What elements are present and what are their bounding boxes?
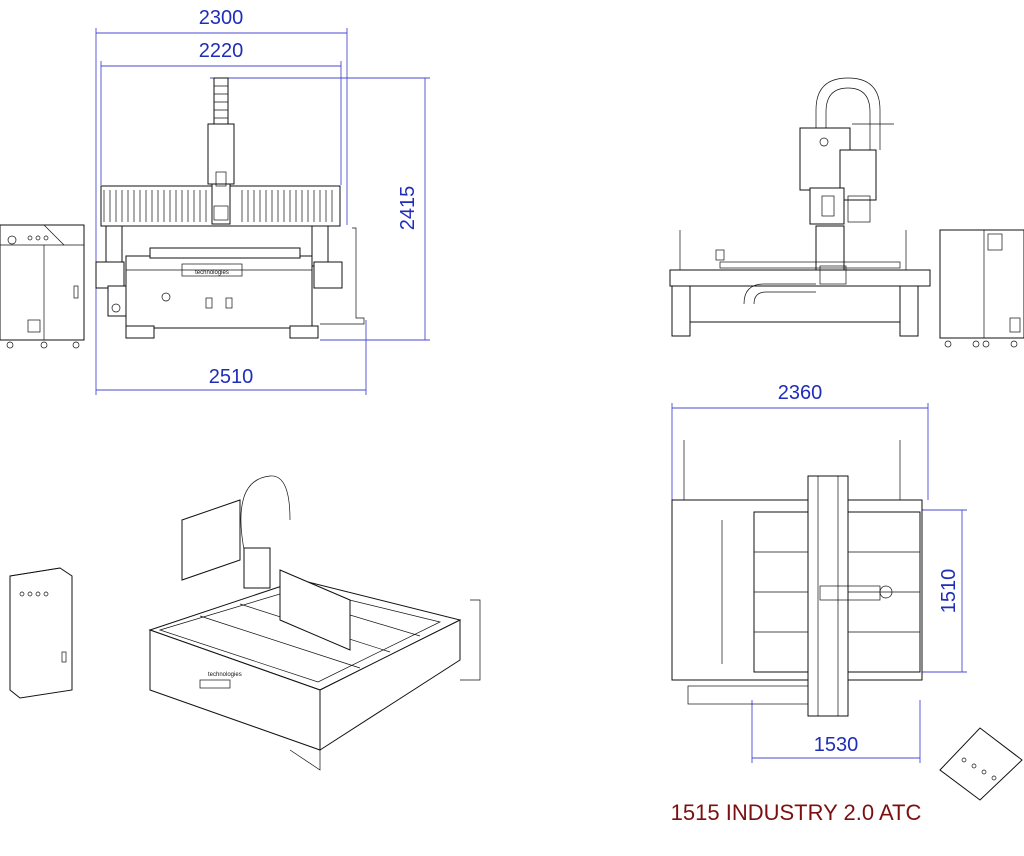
top-table <box>671 440 923 717</box>
isometric-view: technologies <box>9 475 1023 801</box>
side-drag-chain <box>815 77 881 180</box>
dim-overall-width: 2300 <box>199 7 244 29</box>
dim-work-length: 1510 <box>938 569 960 614</box>
iso-machine: technologies <box>148 475 481 771</box>
iso-pendant <box>939 727 1023 801</box>
dim-top-overall-width: 2360 <box>778 382 823 404</box>
side-view <box>669 77 1024 348</box>
iso-cabinet <box>9 567 73 699</box>
side-spindle-head <box>799 123 894 287</box>
drawing-title: 1515 INDUSTRY 2.0 ATC <box>671 800 922 825</box>
side-cabinet <box>939 229 1024 348</box>
logo-text-iso: technologies <box>208 672 242 678</box>
side-frame <box>669 230 931 337</box>
spindle-assembly-front <box>207 77 235 225</box>
dim-work-width: 1530 <box>814 734 859 756</box>
control-cabinet-front <box>0 224 85 349</box>
dim-inner-width: 2220 <box>199 40 244 62</box>
top-view: 2360 1510 1530 <box>671 382 967 763</box>
dim-height: 2415 <box>397 186 419 231</box>
front-view: 2300 2220 2510 2415 <box>0 7 430 395</box>
machine-frame-front: technologies <box>95 225 365 339</box>
logo-text-front: technologies <box>195 270 229 276</box>
dim-base-width: 2510 <box>209 366 254 388</box>
